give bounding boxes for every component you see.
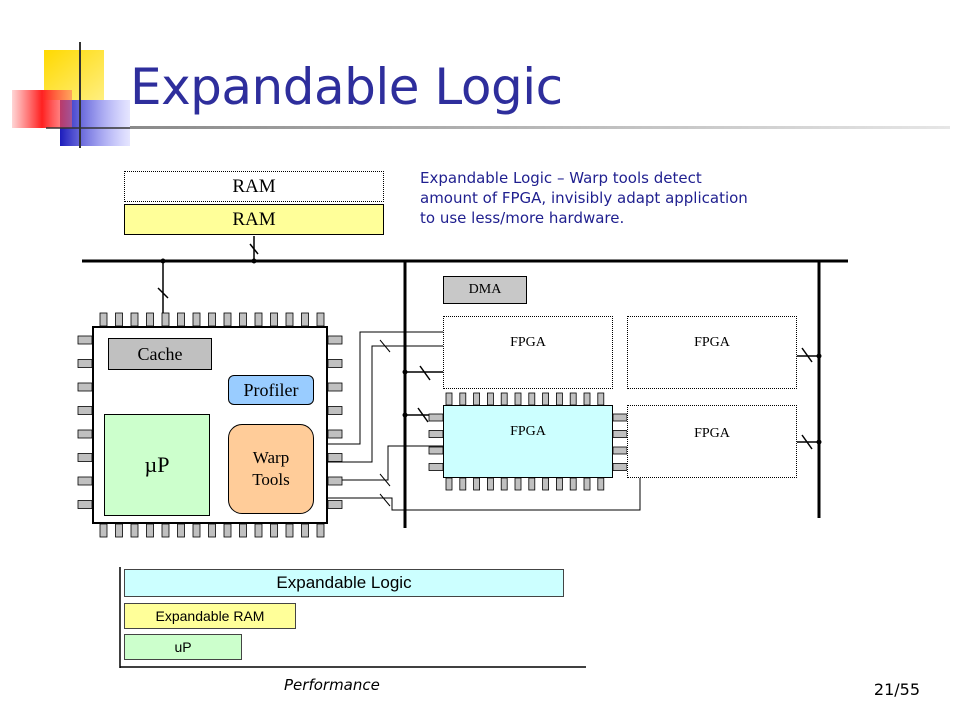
fpga-pin <box>556 477 563 491</box>
fpga-pin <box>514 477 522 491</box>
profiler-box: Profiler <box>228 375 314 405</box>
fpga-pin <box>445 392 453 406</box>
fpga-pin <box>500 477 508 491</box>
fpga-pin <box>428 413 444 422</box>
chip-pin <box>223 312 232 327</box>
chip-pin <box>77 429 93 439</box>
fpga-pin <box>473 392 481 406</box>
fpga-box-expandable-2: FPGA <box>627 316 797 389</box>
chip-pin <box>77 453 93 462</box>
chip-pin <box>270 312 278 327</box>
fpga-pin <box>528 477 536 491</box>
fpga-pin <box>569 392 577 406</box>
fpga-pin <box>486 392 494 406</box>
perf-bar-expandable-ram: Expandable RAM <box>124 603 296 629</box>
chip-pin <box>327 476 343 486</box>
chip-pin <box>192 523 201 538</box>
chip-pin <box>77 476 93 486</box>
chip-pin <box>327 453 343 462</box>
fpga-pin <box>459 392 467 406</box>
chip-pin <box>208 312 216 327</box>
fpga-pin <box>459 477 467 491</box>
chip-pin <box>77 359 93 368</box>
chip-pin <box>327 429 343 439</box>
fpga-pin <box>612 430 628 438</box>
logo-squares-icon <box>0 0 140 150</box>
chip-pin <box>130 523 139 538</box>
fpga-pin <box>612 463 628 471</box>
ram-box-expandable: RAM <box>124 171 384 202</box>
chip-pin <box>192 312 201 327</box>
chip-pin <box>285 523 294 538</box>
chip-pin <box>146 523 154 538</box>
chip-pin <box>115 523 123 538</box>
fpga-pin <box>542 477 549 491</box>
chip-pin <box>99 312 108 327</box>
chip-pin <box>239 312 247 327</box>
microprocessor-box: µP <box>104 414 210 516</box>
chip-pin <box>77 382 93 392</box>
chip-pin <box>327 406 343 415</box>
chip-pin <box>254 312 263 327</box>
chip-pin <box>301 312 309 327</box>
fpga-chip: FPGA <box>443 405 613 478</box>
chip-pin <box>77 335 93 345</box>
chip-pin <box>316 523 325 538</box>
fpga-box-expandable-1: FPGA <box>443 316 613 389</box>
chip-pin <box>208 523 216 538</box>
chip-pin <box>327 500 343 509</box>
fpga-pin <box>583 477 591 491</box>
chip-pin <box>327 335 343 345</box>
chip-pin <box>99 523 108 538</box>
fpga-pin <box>556 392 563 406</box>
chip-pin <box>327 382 343 392</box>
fpga-pin <box>428 463 444 471</box>
chip-pin <box>301 523 309 538</box>
page-number: 21/55 <box>873 680 920 699</box>
fpga-pin <box>569 477 577 491</box>
chip-pin <box>177 523 185 538</box>
fpga-pin <box>486 477 494 491</box>
warp-tools-box: Warp Tools <box>228 424 314 514</box>
chip-pin <box>130 312 139 327</box>
fpga-pin <box>473 477 481 491</box>
chip-pin <box>146 312 154 327</box>
performance-axis-label: Performance <box>284 676 380 694</box>
chip-pin <box>115 312 123 327</box>
chip-pin <box>327 359 343 368</box>
chip-pin <box>239 523 247 538</box>
chip-pin <box>161 523 170 538</box>
chip-pin <box>285 312 294 327</box>
fpga-pin <box>583 392 591 406</box>
chip-pin <box>77 406 93 415</box>
fpga-pin <box>597 477 605 491</box>
cache-box: Cache <box>108 338 212 370</box>
chip-pin <box>254 523 263 538</box>
chip-pin <box>177 312 185 327</box>
fpga-pin <box>612 413 628 422</box>
chip-pin <box>161 312 170 327</box>
dma-box: DMA <box>443 276 527 304</box>
fpga-pin <box>514 392 522 406</box>
chip-pin <box>270 523 278 538</box>
slide-title: Expandable Logic <box>130 58 563 116</box>
fpga-pin <box>542 392 549 406</box>
chip-pin <box>316 312 325 327</box>
fpga-pin <box>612 446 628 455</box>
fpga-pin <box>597 392 605 406</box>
chip-pin <box>77 500 93 509</box>
fpga-box-expandable-3: FPGA <box>627 405 797 478</box>
fpga-pin <box>428 430 444 438</box>
title-underline <box>130 126 950 129</box>
perf-bar-expandable-logic: Expandable Logic <box>124 569 564 597</box>
fpga-pin <box>445 477 453 491</box>
fpga-pin <box>528 392 536 406</box>
fpga-pin <box>500 392 508 406</box>
fpga-pin <box>428 446 444 455</box>
perf-bar-up: uP <box>124 634 242 660</box>
ram-box: RAM <box>124 204 384 235</box>
slide-caption: Expandable Logic – Warp tools detect amo… <box>420 169 748 227</box>
chip-pin <box>223 523 232 538</box>
